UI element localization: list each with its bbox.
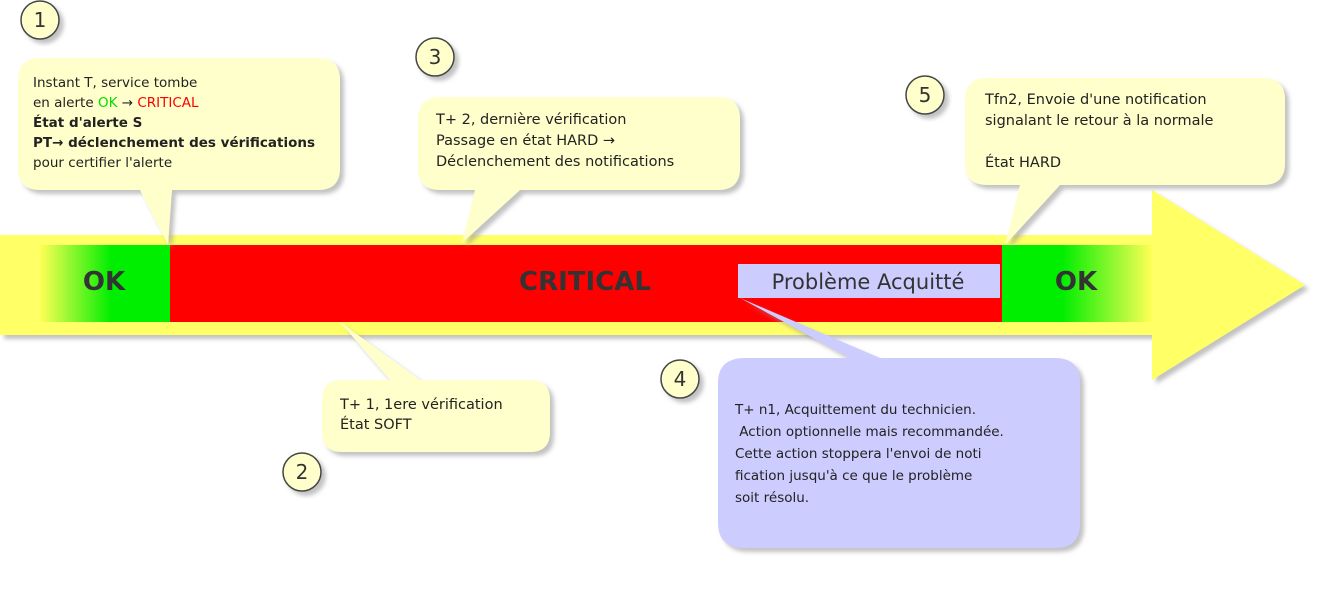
ok-left-label: OK — [83, 267, 126, 297]
step-badge-3: 3 — [415, 37, 455, 77]
callout-5-line-2: signalant le retour à la normale — [985, 113, 1214, 129]
callout-3-line-3: Déclenchement des notifications — [436, 154, 674, 170]
callout-1 — [18, 58, 340, 245]
acknowledged-segment — [738, 264, 1000, 298]
callout-4 — [718, 298, 1080, 548]
ok-left-segment — [40, 245, 170, 322]
acknowledged-label: Problème Acquitté — [772, 270, 965, 294]
step-badge-4: 4 — [660, 359, 700, 399]
svg-text:1: 1 — [34, 8, 47, 32]
critical-label: CRITICAL — [519, 267, 651, 297]
callout-3-line-2: Passage en état HARD → — [436, 133, 615, 149]
callout-1-line-4: PT→ déclenchement des vérifications — [33, 135, 315, 151]
svg-text:5: 5 — [919, 83, 932, 107]
svg-text:2: 2 — [296, 460, 309, 484]
callout-5-line-1: Tfn2, Envoie d'une notification — [984, 92, 1207, 108]
callout-4-line-5: soit résolu. — [735, 490, 809, 506]
callout-5 — [965, 78, 1285, 245]
svg-text:3: 3 — [429, 45, 442, 69]
callout-2-line-2: État SOFT — [340, 416, 412, 433]
callout-4-line-2: Action optionnelle mais recommandée. — [735, 424, 1004, 440]
callout-1-line-5: pour certifier l'alerte — [33, 155, 172, 171]
callout-4-line-1: T+ n1, Acquittement du technicien. — [734, 402, 976, 418]
step-badge-2: 2 — [282, 452, 322, 492]
step-badge-1: 1 — [20, 0, 60, 40]
ok-right-segment — [1002, 245, 1152, 322]
callout-3 — [418, 97, 740, 243]
callout-3-line-1: T+ 2, dernière vérification — [435, 112, 626, 128]
callout-2-line-1: T+ 1, 1ere vérification — [339, 397, 503, 413]
callout-5-line-4: État HARD — [985, 154, 1061, 171]
ok-right-label: OK — [1055, 267, 1098, 297]
callout-1-line-1: Instant T, service tombe — [33, 75, 197, 91]
callout-4-line-3: Cette action stoppera l'envoi de noti — [735, 446, 982, 462]
callout-1-line-2: en alerte OK → CRITICAL — [33, 95, 199, 111]
callout-4-line-4: fication jusqu'à ce que le problème — [735, 468, 972, 484]
svg-text:4: 4 — [674, 367, 687, 391]
step-badge-5: 5 — [905, 75, 945, 115]
callout-1-line-3: État d'alerte S — [33, 114, 142, 131]
callout-2 — [322, 322, 550, 452]
